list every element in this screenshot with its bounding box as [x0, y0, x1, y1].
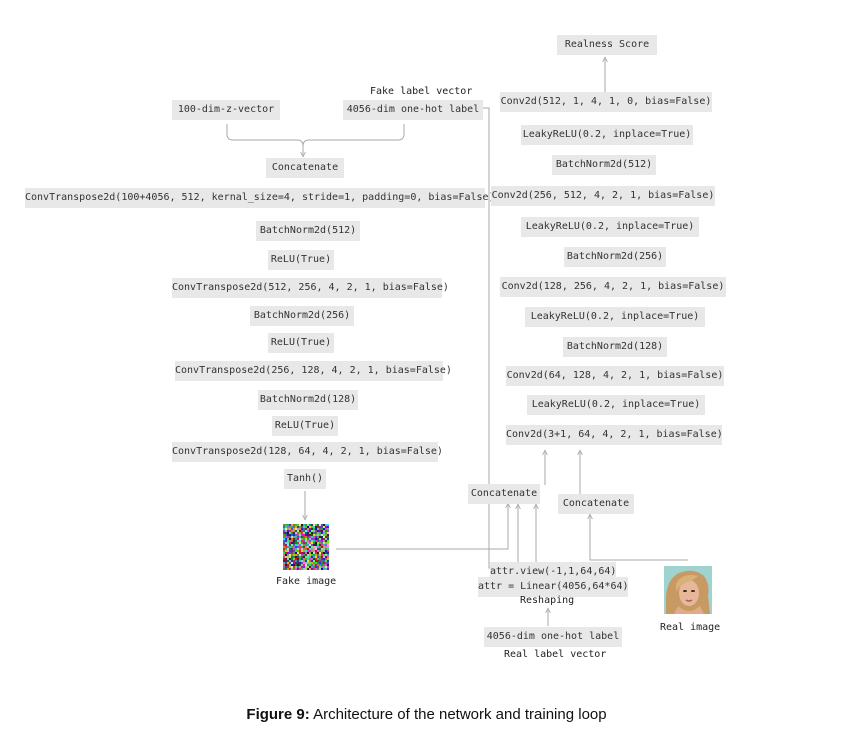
disc-layer-conv-3plus1-64: Conv2d(3+1, 64, 4, 2, 1, bias=False) — [506, 425, 723, 445]
gen-layer-convtranspose-2: ConvTranspose2d(512, 256, 4, 2, 1, bias=… — [172, 278, 449, 298]
disc-layer-leakyrelu-2: LeakyReLU(0.2, inplace=True) — [521, 217, 699, 237]
gen-layer-batchnorm-512: BatchNorm2d(512) — [256, 221, 360, 241]
fake-image-noise — [283, 524, 329, 570]
real-image-portrait — [664, 566, 712, 614]
figure-caption-text: Architecture of the network and training… — [309, 706, 607, 723]
disc-concatenate-right-box: Concatenate — [558, 494, 634, 514]
reshaping-label: Reshaping — [520, 595, 575, 606]
real-image-label: Real image — [660, 622, 721, 633]
fake-image-label: Fake image — [276, 576, 337, 587]
disc-layer-leakyrelu-3: LeakyReLU(0.2, inplace=True) — [525, 307, 705, 327]
gen-layer-tanh: Tanh() — [284, 469, 326, 489]
disc-layer-conv-64-128: Conv2d(64, 128, 4, 2, 1, bias=False) — [506, 366, 724, 386]
disc-layer-leakyrelu-4: LeakyReLU(0.2, inplace=True) — [527, 395, 705, 415]
gen-layer-batchnorm-256: BatchNorm2d(256) — [250, 306, 354, 326]
figure-caption: Figure 9: Architecture of the network an… — [0, 706, 853, 723]
generator-concatenate-box: Concatenate — [266, 158, 344, 178]
disc-layer-batchnorm-256: BatchNorm2d(256) — [564, 247, 666, 267]
real-label-vector-title: Real label vector — [504, 649, 607, 660]
real-label-box: 4056-dim one-hot label — [484, 627, 622, 647]
z-vector-box: 100-dim-z-vector — [172, 100, 280, 120]
gen-layer-convtranspose-1: ConvTranspose2d(100+4056, 512, kernal_si… — [25, 188, 495, 208]
attr-linear-box: attr = Linear(4056,64*64) — [478, 577, 629, 597]
disc-layer-batchnorm-128: BatchNorm2d(128) — [563, 337, 667, 357]
gen-layer-relu-3: ReLU(True) — [272, 416, 338, 436]
disc-layer-batchnorm-512: BatchNorm2d(512) — [552, 155, 656, 175]
gen-layer-relu-2: ReLU(True) — [268, 333, 334, 353]
disc-layer-conv-512-1: Conv2d(512, 1, 4, 1, 0, bias=False) — [500, 92, 712, 112]
disc-concatenate-left-box: Concatenate — [468, 484, 540, 504]
disc-layer-leakyrelu-1: LeakyReLU(0.2, inplace=True) — [521, 125, 693, 145]
gen-layer-batchnorm-128: BatchNorm2d(128) — [258, 390, 358, 410]
disc-layer-conv-128-256: Conv2d(128, 256, 4, 2, 1, bias=False) — [500, 277, 726, 297]
fake-label-box: 4056-dim one-hot label — [343, 100, 483, 120]
fake-label-vector-title: Fake label vector — [370, 86, 473, 97]
realness-score-box: Realness Score — [557, 35, 657, 55]
gen-layer-convtranspose-3: ConvTranspose2d(256, 128, 4, 2, 1, bias=… — [175, 361, 452, 381]
figure-caption-number: Figure 9: — [246, 706, 310, 723]
gen-layer-relu-1: ReLU(True) — [268, 250, 334, 270]
gen-layer-convtranspose-4: ConvTranspose2d(128, 64, 4, 2, 1, bias=F… — [172, 442, 443, 462]
disc-layer-conv-256-512: Conv2d(256, 512, 4, 2, 1, bias=False) — [491, 186, 715, 206]
